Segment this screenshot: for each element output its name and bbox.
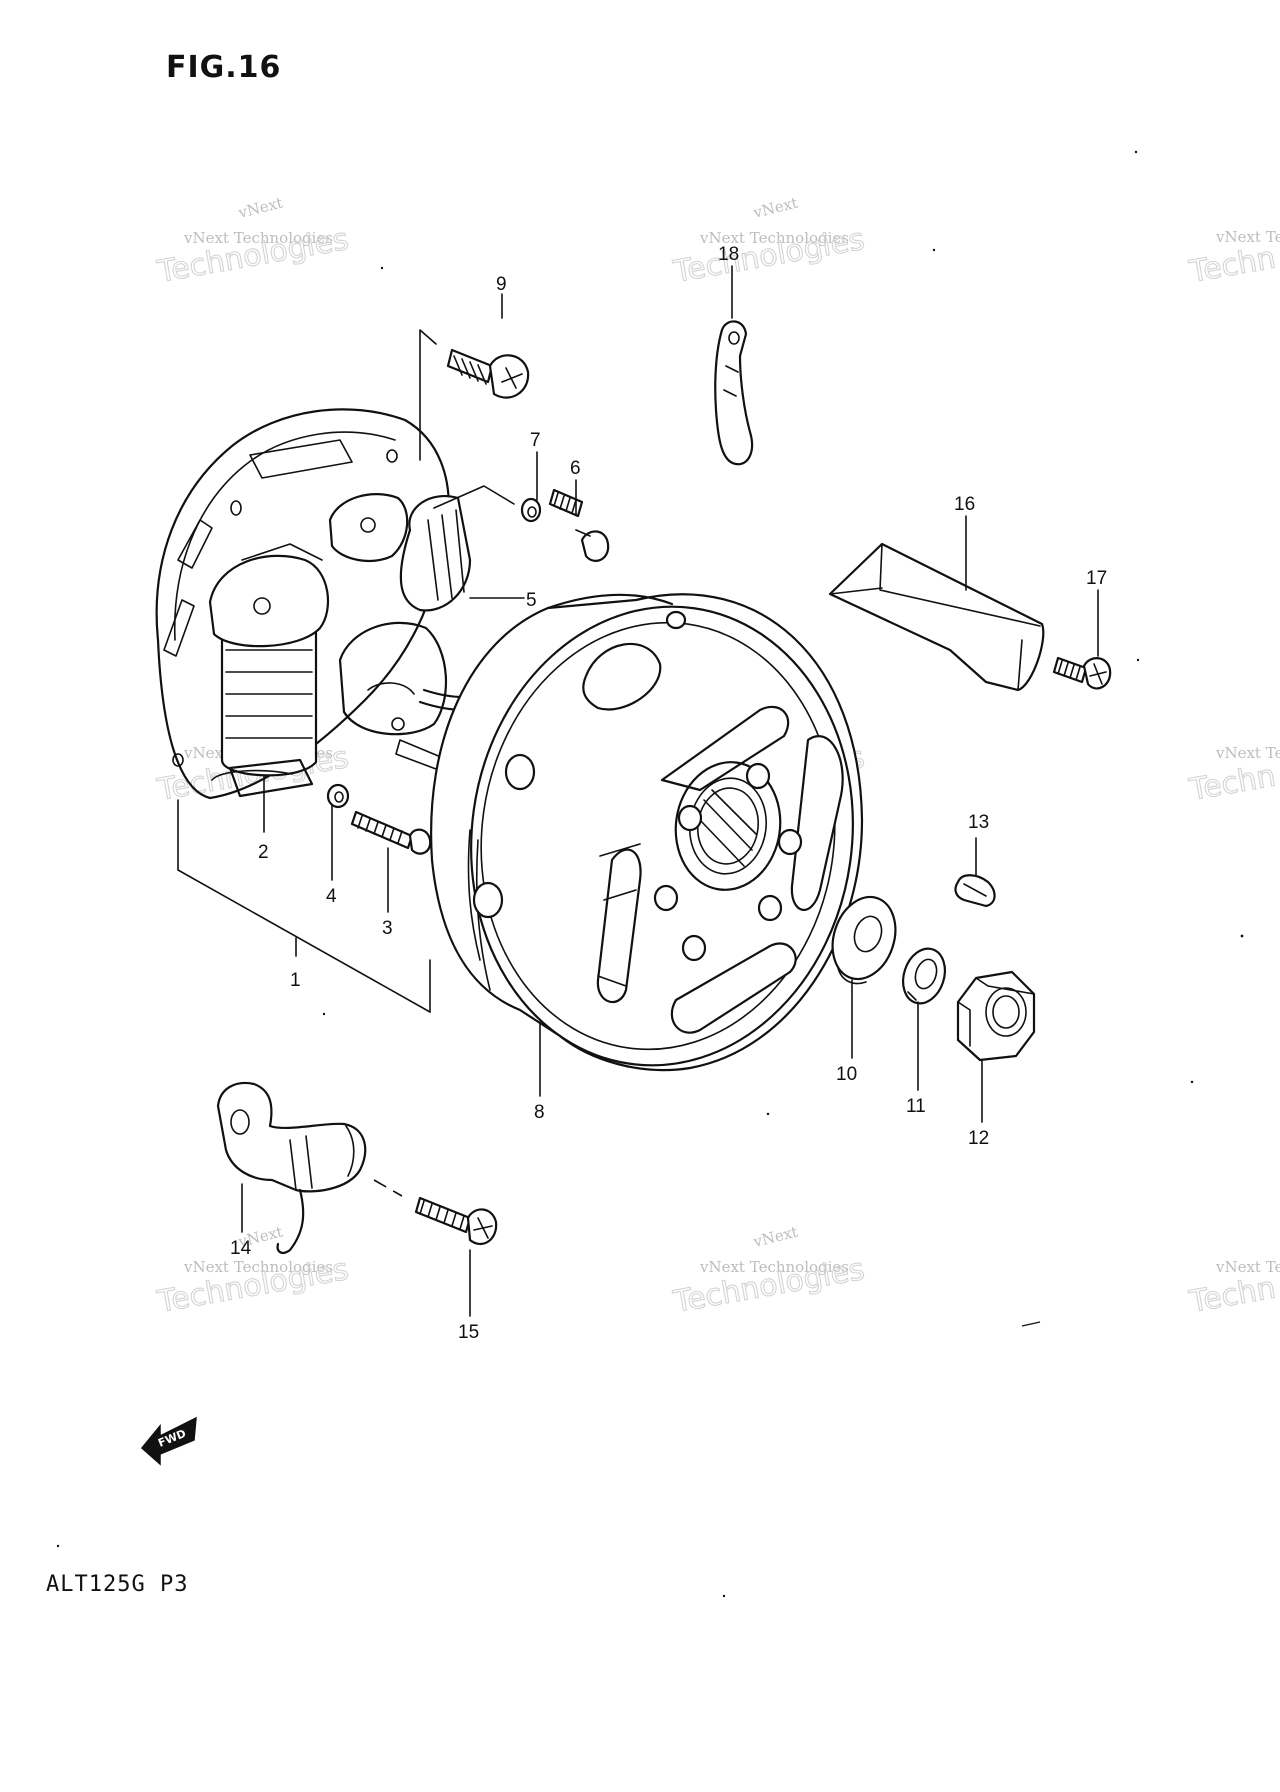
leader-part-9-bracket bbox=[419, 329, 437, 461]
watermark-tile-7: vNext vNext Technologies Technologies bbox=[154, 1223, 352, 1321]
screw-part-17 bbox=[1052, 656, 1112, 690]
callout-4: 4 bbox=[326, 886, 337, 907]
watermark-edge-small: vNext Te bbox=[1215, 1258, 1280, 1276]
watermark-edge-big: Techn bbox=[1186, 1270, 1278, 1320]
watermark-top-word: vNext bbox=[236, 194, 285, 223]
callout-2: 2 bbox=[258, 842, 269, 863]
key-part-13 bbox=[954, 874, 996, 908]
callout-15: 15 bbox=[458, 1322, 479, 1343]
watermark-small-text: vNext Technologies bbox=[183, 1258, 333, 1276]
watermark-tile-1: vNext vNext Technologies Technologies bbox=[154, 194, 352, 291]
scan-specks bbox=[56, 150, 1244, 1598]
callout-5: 5 bbox=[526, 590, 537, 611]
charging-coil bbox=[328, 493, 472, 612]
pickup-coil-part-14 bbox=[216, 1081, 367, 1254]
callout-11: 11 bbox=[906, 1096, 926, 1117]
cover-plate-part-16 bbox=[828, 542, 1045, 692]
fwd-direction-arrow: FWD bbox=[140, 1416, 197, 1466]
figure-title: FIG.16 bbox=[166, 50, 282, 85]
flywheel-rotor bbox=[430, 593, 864, 1072]
lock-washer-part-11 bbox=[902, 947, 946, 1005]
screw-part-3 bbox=[350, 810, 432, 855]
watermark-small-text: vNext Technologies bbox=[699, 229, 849, 247]
watermark-edge-big: Techn bbox=[1186, 758, 1278, 808]
watermark-tile-3: vNext Te Techn bbox=[1186, 228, 1280, 291]
watermark-top-word: vNext bbox=[751, 1223, 800, 1252]
watermark-tile-6: vNext Te Techn bbox=[1186, 744, 1280, 809]
callout-1: 1 bbox=[290, 970, 301, 991]
callout-14: 14 bbox=[230, 1238, 252, 1259]
callout-3: 3 bbox=[382, 918, 393, 939]
screw-part-9 bbox=[446, 348, 530, 399]
callout-17: 17 bbox=[1086, 568, 1107, 589]
leader-lines bbox=[241, 265, 1099, 1317]
watermark-tile-8: vNext vNext Technologies Technologies bbox=[670, 1223, 868, 1321]
model-code: ALT125G P3 bbox=[46, 1572, 189, 1597]
callout-18: 18 bbox=[718, 244, 739, 265]
washer-part-4 bbox=[326, 783, 350, 809]
leader-part-14-15-dashed bbox=[373, 1179, 403, 1197]
leader-part-1-bracket-left bbox=[177, 799, 431, 1013]
watermark-edge-big: Techn bbox=[1186, 240, 1278, 290]
pulser-coil-2 bbox=[211, 758, 314, 798]
callout-13: 13 bbox=[968, 812, 989, 833]
washer-part-7 bbox=[520, 497, 542, 523]
clamp-part-18 bbox=[714, 320, 754, 466]
callout-7: 7 bbox=[530, 430, 541, 451]
callout-16: 16 bbox=[954, 494, 975, 515]
screw-part-15 bbox=[414, 1196, 498, 1246]
callout-10: 10 bbox=[836, 1064, 857, 1085]
callout-8: 8 bbox=[534, 1102, 545, 1123]
callout-9: 9 bbox=[496, 274, 507, 295]
watermark-edge-small: vNext Te bbox=[1215, 744, 1280, 762]
watermark-tile-9: vNext Te Techn bbox=[1186, 1258, 1280, 1321]
watermark-tile-2: vNext vNext Technologies Technologies bbox=[670, 194, 868, 291]
callout-labels: 1 2 3 4 5 6 7 8 9 10 11 12 13 14 15 16 1… bbox=[230, 244, 1107, 1343]
watermark-small-text: vNext Technologies bbox=[699, 1258, 849, 1276]
watermark-edge-small: vNext Te bbox=[1215, 228, 1280, 246]
leader-part-6-7-dashed bbox=[433, 485, 515, 509]
nut-part-12 bbox=[956, 970, 1036, 1062]
watermark-small-text: vNext Technologies bbox=[183, 229, 333, 247]
callout-12: 12 bbox=[968, 1128, 989, 1149]
watermark-top-word: vNext bbox=[751, 194, 800, 223]
lighting-coil bbox=[208, 543, 330, 777]
callout-6: 6 bbox=[570, 458, 581, 479]
screw-part-6 bbox=[548, 488, 610, 562]
washer-part-10 bbox=[831, 895, 897, 985]
